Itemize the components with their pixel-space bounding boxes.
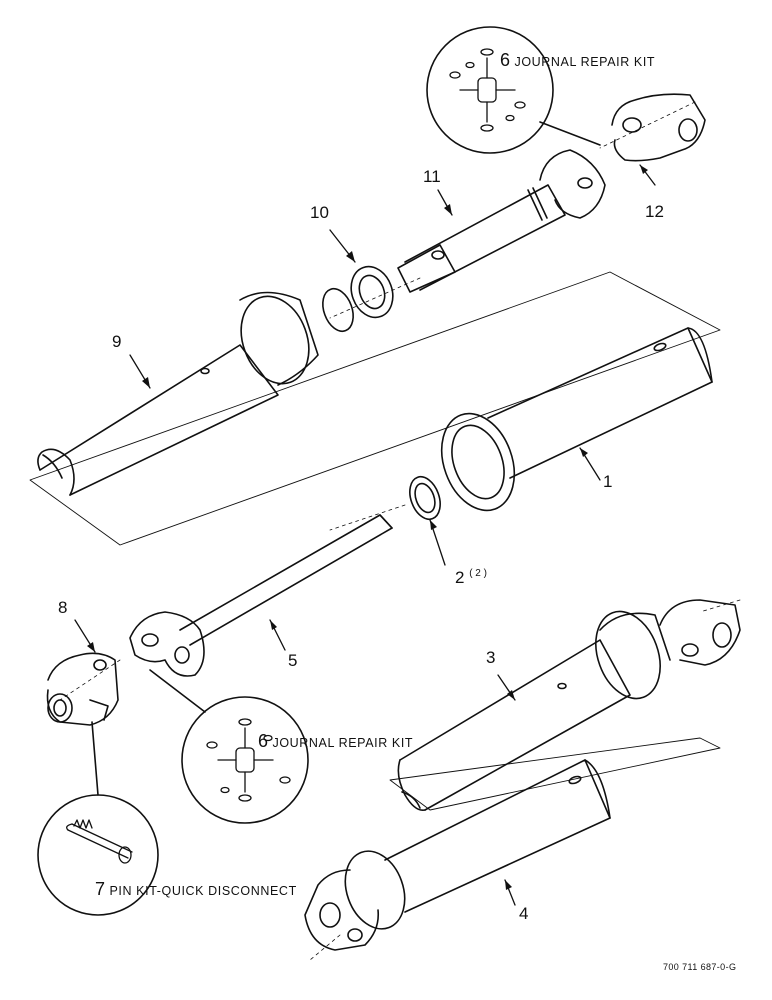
callout-4: 4 [519,904,529,923]
callout-1: 1 [603,472,613,491]
callout-2: 2 ( 2 ) [455,568,487,587]
part-5-inner-profile [129,514,393,677]
callout-6-bottom: 6 [258,731,269,751]
shield-sheet-lower [389,737,721,811]
pin-kit-magnifier [37,721,159,916]
journal-kit-top-caption: 6 JOURNAL REPAIR KIT [500,50,655,71]
callout-6-top: 6 [500,50,511,70]
callout-7: 7 [95,879,106,899]
callout-11: 11 [423,167,441,186]
part-2-ring [409,475,441,521]
pin-kit-caption: 7 PIN KIT-QUICK DISCONNECT [95,879,297,900]
callout-2-quantity: ( 2 ) [469,568,487,579]
pin-kit-text: PIN KIT-QUICK DISCONNECT [109,884,297,898]
part-1-inner-shield [440,327,713,512]
part-10-rings [322,265,394,333]
journal-kit-bottom-caption: 6 JOURNAL REPAIR KIT [258,731,413,752]
journal-kit-top-text: JOURNAL REPAIR KIT [514,55,656,69]
drawing-number: 700 711 687-0-G [663,962,737,972]
callout-8: 8 [58,598,68,617]
callout-9: 9 [112,332,122,351]
part-12-end-yoke [611,93,706,162]
center-axis-lines [59,101,741,961]
part-4-inner-shield [304,759,611,951]
callout-3: 3 [486,648,496,667]
part-3-outer-shield [397,599,741,812]
part-11-inner-tube [397,149,606,293]
shield-sheet-upper [29,271,721,546]
part-8-qd-yoke [46,652,119,726]
journal-kit-magnifier-bottom [149,669,309,824]
journal-kit-magnifier-top [426,26,601,154]
part-9-outer-shield [37,291,319,496]
journal-kit-bottom-text: JOURNAL REPAIR KIT [272,736,414,750]
leader-arrowheads [87,165,648,890]
callout-12: 12 [645,202,664,221]
callout-5: 5 [288,651,298,670]
callout-10: 10 [310,203,329,222]
